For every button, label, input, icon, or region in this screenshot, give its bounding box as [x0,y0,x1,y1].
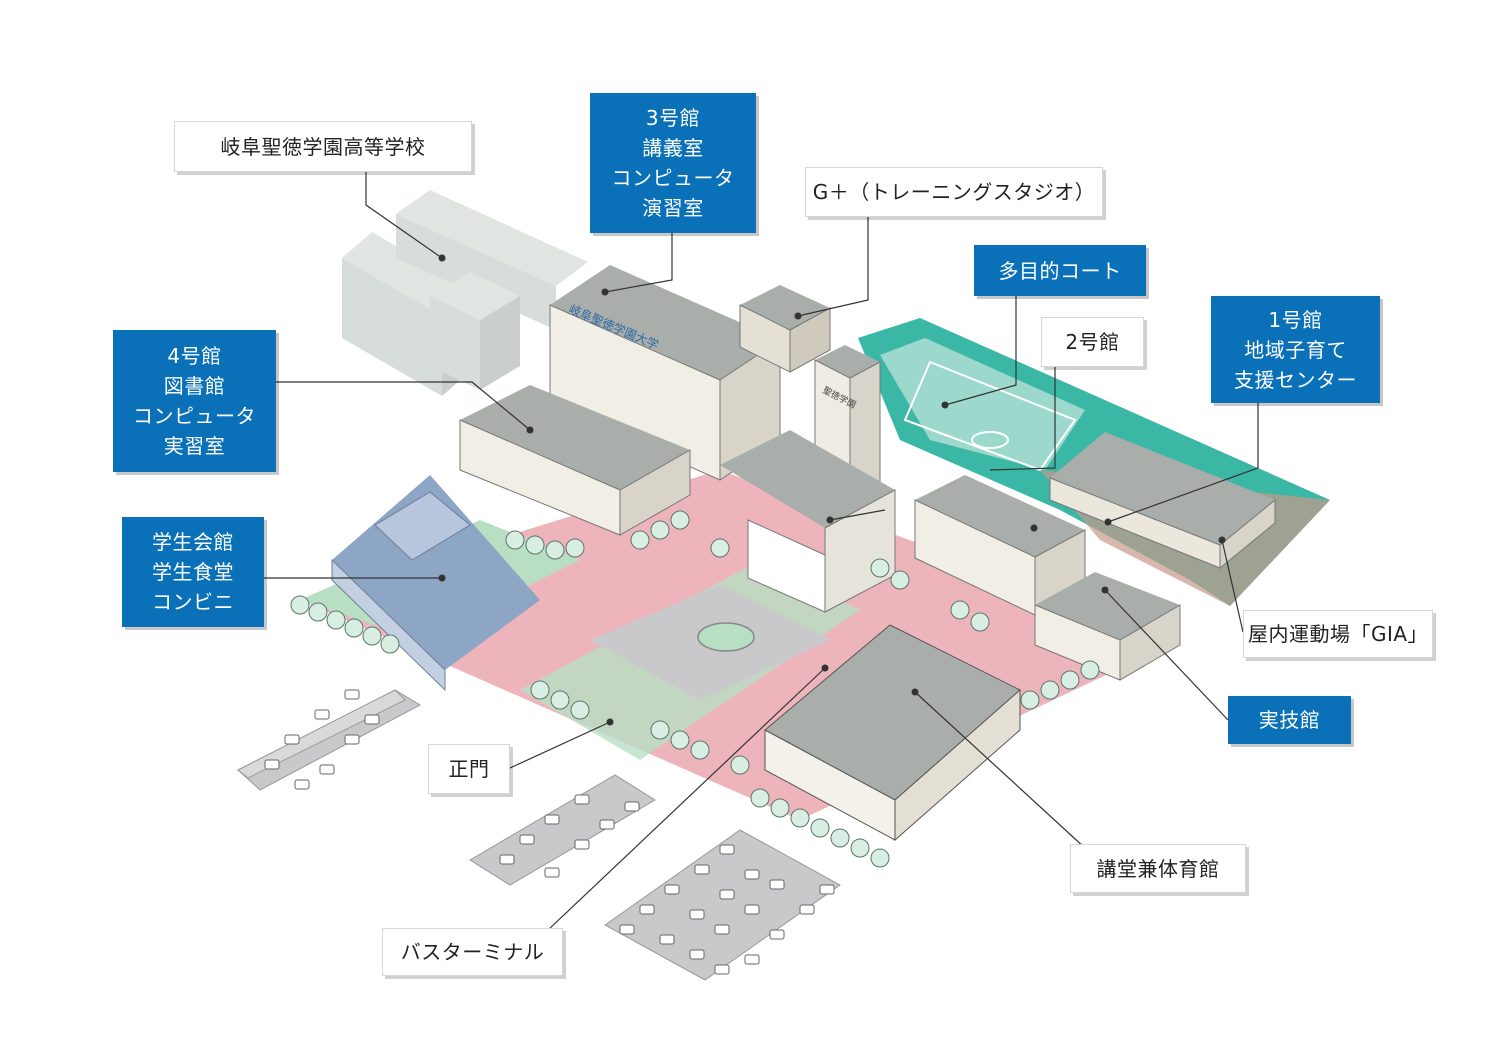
label-student-hall-line: コンビニ [152,590,234,614]
trees [290,510,1100,868]
label-high-school[interactable]: 岐阜聖徳学園高等学校 [174,121,472,172]
leader-dots [438,254,1226,726]
label-practical[interactable]: 実技館 [1228,696,1351,744]
label-practical-line: 実技館 [1258,708,1321,732]
leader-lines [264,172,1259,931]
high-school-buildings [342,190,588,396]
label-building-2[interactable]: 2号館 [1041,317,1144,367]
label-main-gate[interactable]: 正門 [428,744,510,794]
label-student-hall[interactable]: 学生会館 学生食堂 コンビニ [122,517,264,627]
label-indoor-field[interactable]: 屋内運動場「GIA」 [1243,610,1433,658]
label-court-line: 多目的コート [998,258,1122,283]
label-building-4[interactable]: 4号館 図書館 コンピュータ 実習室 [113,330,276,472]
label-main-gate-line: 正門 [448,757,490,781]
auditorium [764,624,1021,842]
label-g-plus[interactable]: G＋（トレーニングスタジオ） [805,167,1103,217]
practical-building [1034,572,1181,681]
label-auditorium-line: 講堂兼体育館 [1096,856,1220,881]
label-building-2-line: 2号館 [1065,330,1120,354]
label-court[interactable]: 多目的コート [974,245,1146,296]
label-auditorium[interactable]: 講堂兼体育館 [1070,844,1246,893]
label-building-3[interactable]: 3号館 講義室 コンピュータ 演習室 [590,93,756,233]
label-student-hall-line: 学生会館 [152,530,234,554]
building-4 [459,385,691,536]
label-building-3-line: コンピュータ [611,166,735,190]
label-building-3-line: 3号館 [645,106,701,130]
label-building-1[interactable]: 1号館 地域子育て 支援センター [1211,296,1380,403]
label-student-hall-line: 学生食堂 [152,560,234,584]
label-building-4-line: コンピュータ [133,404,256,428]
g-plus-building [739,285,831,373]
label-building-1-line: 地域子育て [1244,337,1347,362]
central-building [720,430,896,613]
parked-cars [264,689,835,975]
label-building-1-line: 1号館 [1268,307,1323,332]
label-building-4-line: 図書館 [163,374,226,398]
label-indoor-field-line: 屋内運動場「GIA」 [1247,622,1429,646]
label-building-3-line: 演習室 [642,196,704,220]
label-bus-terminal-line: バスターミナル [400,940,545,964]
label-high-school-line: 岐阜聖徳学園高等学校 [220,134,426,159]
label-bus-terminal[interactable]: バスターミナル [382,928,563,976]
building-1 [1049,432,1276,570]
student-hall [331,475,540,692]
label-building-1-line: 支援センター [1234,367,1357,392]
label-g-plus-line: G＋（トレーニングスタジオ） [812,180,1096,204]
label-building-4-line: 実習室 [163,434,226,458]
label-building-4-line: 4号館 [167,344,222,368]
label-building-3-line: 講義室 [642,136,704,160]
